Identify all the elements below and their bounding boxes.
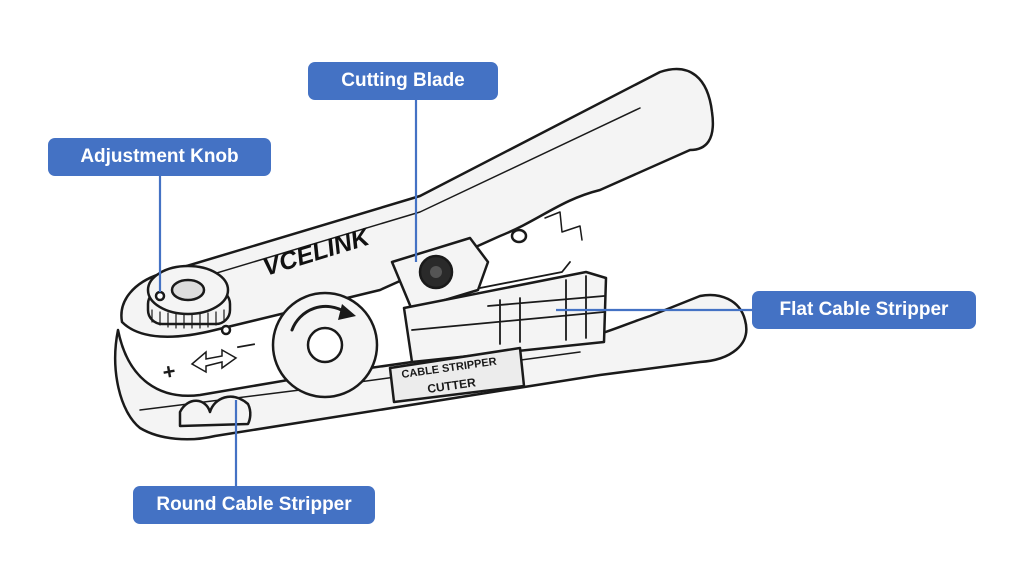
flat-cable-stripper-label: Flat Cable Stripper [752, 291, 976, 329]
adjustment-knob-label: Adjustment Knob [48, 138, 271, 176]
cutter-plate [388, 346, 526, 404]
cutting-blade-label: Cutting Blade [308, 62, 498, 100]
round-stripper-jaws [178, 395, 252, 428]
plate-text-line2: CUTTER [426, 375, 476, 396]
upper-handle-hole [510, 228, 528, 244]
plus-marking: + [161, 358, 178, 385]
minus-marking: — [235, 333, 256, 356]
round-cable-stripper-label: Round Cable Stripper [133, 486, 375, 524]
adjust-arrow-icon [190, 348, 238, 374]
